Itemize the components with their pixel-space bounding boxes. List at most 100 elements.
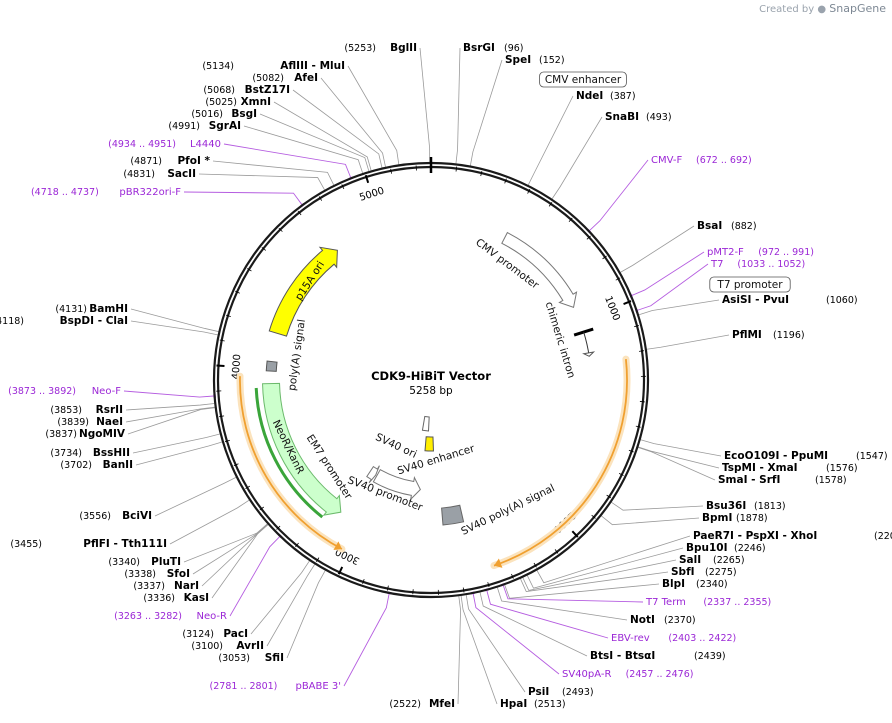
- site-hpai: HpaI(2513): [500, 698, 566, 710]
- site-pos-pflmi: (1196): [773, 330, 805, 341]
- site-name-bspdi-clai: BspDI - ClaI: [60, 315, 128, 327]
- tick-mark: [246, 268, 252, 272]
- site-name-pfoi: PfoI *: [177, 155, 210, 167]
- site-bglii: BglII(5253): [344, 42, 417, 54]
- tick-mark: [315, 557, 320, 563]
- tick-mark: [527, 188, 531, 194]
- site-pos-bspdi-clai: (4118): [0, 316, 24, 327]
- site-rsrii: RsrII(3853): [50, 404, 123, 416]
- primer-name-pmt2-f: pMT2-F: [707, 247, 744, 258]
- site-mfei: MfeI(2522): [389, 698, 455, 710]
- orf-arc-cds: [493, 359, 628, 567]
- leader-site-asisi-pvui: [638, 299, 720, 316]
- site-name-bpmi: BpmI: [702, 512, 732, 524]
- site-name-sbfi: SbfI: [671, 566, 695, 578]
- tick-mark: [618, 472, 624, 476]
- site-pos-bamhi: (4131): [55, 304, 87, 315]
- site-bsgi: BsgI(5016): [191, 108, 257, 120]
- site-smai-srfi: SmaI - SrfI(1578): [718, 474, 847, 486]
- sv40-enhancer-block: [421, 415, 430, 432]
- site-name-rsrii: RsrII: [96, 404, 123, 416]
- site-pos-bpu10i: (2246): [734, 543, 766, 554]
- sv40-polya-block: [441, 504, 465, 526]
- site-pos-ngomiv: (3837): [45, 429, 77, 440]
- site-pos-blpi: (2340): [696, 579, 728, 590]
- site-btsi-bts-i: BtsI - BtsαI(2439): [590, 650, 726, 662]
- site-name-sgrai: SgrAI: [209, 120, 241, 132]
- site-name-bpu10i: Bpu10I: [686, 542, 728, 554]
- tick-mark: [224, 439, 230, 443]
- primer-name-neo-r: Neo-R: [197, 611, 228, 622]
- tick-mark: [219, 339, 225, 342]
- site-pos-spei: (152): [539, 55, 565, 66]
- tick-label-5000: 5000: [358, 186, 386, 204]
- tick-mark: [634, 325, 640, 328]
- site-name-banii: BanII: [103, 459, 133, 471]
- site-name-spei: SpeI: [505, 54, 531, 66]
- primer-range-pbabe-3: (2781 .. 2801): [210, 681, 278, 692]
- site-sgrai: SgrAI(4991): [168, 120, 241, 132]
- site-name-bsai: BsaI: [697, 220, 722, 232]
- site-pos-bsshii: (3734): [50, 448, 82, 459]
- tick-mark: [623, 300, 632, 305]
- leader-primer-pbr322ori-f: [183, 191, 303, 205]
- t7-promoter-label: T7 promoter: [716, 279, 783, 291]
- primer-name-t7-term: T7 Term: [645, 597, 686, 608]
- leader-site-ndei: [527, 95, 574, 186]
- site-name-nari: NarI: [174, 580, 199, 592]
- site-tspmi-xmai: TspMI - XmaI(1576): [722, 462, 858, 474]
- site-pos-avrii: (3100): [191, 641, 223, 652]
- site-name-naei: NaeI: [96, 416, 123, 428]
- orf-arc-neo: [239, 376, 343, 550]
- polya-signal-block: [265, 360, 278, 372]
- primer-name-pbr322ori-f: pBR322ori-F: [119, 187, 181, 198]
- feature-track: [236, 231, 631, 570]
- site-name-psii: PsiI: [528, 686, 549, 698]
- tick-mark: [455, 166, 458, 172]
- tick-mark: [554, 549, 559, 554]
- site-pos-kasi: (3336): [143, 593, 175, 604]
- site-pos-bsai: (882): [731, 221, 757, 232]
- primer-ebv-rev: EBV-rev(2403 .. 2422): [611, 633, 736, 644]
- primer-pbr322ori-f: pBR322ori-F(4718 .. 4737): [31, 187, 181, 198]
- leader-primer-pbabe-3: [343, 593, 390, 687]
- site-pos-paci: (3124): [182, 629, 214, 640]
- tick-mark: [487, 582, 490, 588]
- snapgene-logo-icon: ●: [817, 4, 827, 15]
- site-name-paci: PacI: [223, 628, 248, 640]
- site-pflmi: PflMI(1196): [732, 329, 805, 341]
- site-ecoo109i-ppumi: EcoO109I - PpuMI(1547): [724, 450, 888, 462]
- tick-mark: [225, 314, 231, 318]
- sv40-polya-label: SV40 poly(A) signal: [459, 482, 556, 538]
- primer-name-sv40pa-r: SV40pA-R: [562, 669, 611, 680]
- primer-name-l4440: L4440: [190, 139, 221, 150]
- tick-mark: [533, 562, 537, 568]
- leader-site-naei: [125, 406, 215, 423]
- primer-neo-r: Neo-R(3263 .. 3282): [114, 611, 227, 622]
- leader-site-bsu36i: [611, 501, 704, 511]
- leader-site-bspdi-clai: [130, 320, 218, 336]
- chimeric-intron-bar: [573, 327, 594, 337]
- site-name-afliii-mlui: AflIII - MluI: [280, 60, 345, 72]
- leader-site-ngomiv: [127, 407, 215, 435]
- leader-site-blpi: [504, 583, 660, 599]
- site-pos-ndei: (387): [610, 91, 636, 102]
- site-spei: SpeI (152): [505, 54, 565, 66]
- site-asisi-pvui: AsiSI - PvuI(1060): [722, 294, 858, 306]
- t7-promoter-label-box: [709, 276, 791, 293]
- leader-site-sbfi: [520, 571, 669, 592]
- tick-mark: [462, 587, 465, 593]
- tick-label-1000: 1000: [602, 295, 622, 323]
- leader-site-bsai: [620, 225, 695, 273]
- leader-site-smai-srfi: [638, 447, 716, 481]
- primer-name-ebv-rev: EBV-rev: [611, 633, 650, 644]
- watermark-prefix: Created by: [759, 4, 815, 15]
- primer-range-neo-f: (3873 .. 3892): [8, 386, 76, 397]
- cmv-enhancer-label: CMV enhancer: [545, 74, 622, 86]
- polya-signal-label: poly(A) signal: [286, 319, 308, 392]
- leader-site-bpmi: [601, 515, 700, 526]
- tick-mark: [233, 463, 239, 467]
- site-pos-mfei: (2522): [389, 699, 421, 710]
- tick-mark: [318, 196, 323, 201]
- primer-pmt2-f: pMT2-F(972 .. 991): [707, 247, 814, 258]
